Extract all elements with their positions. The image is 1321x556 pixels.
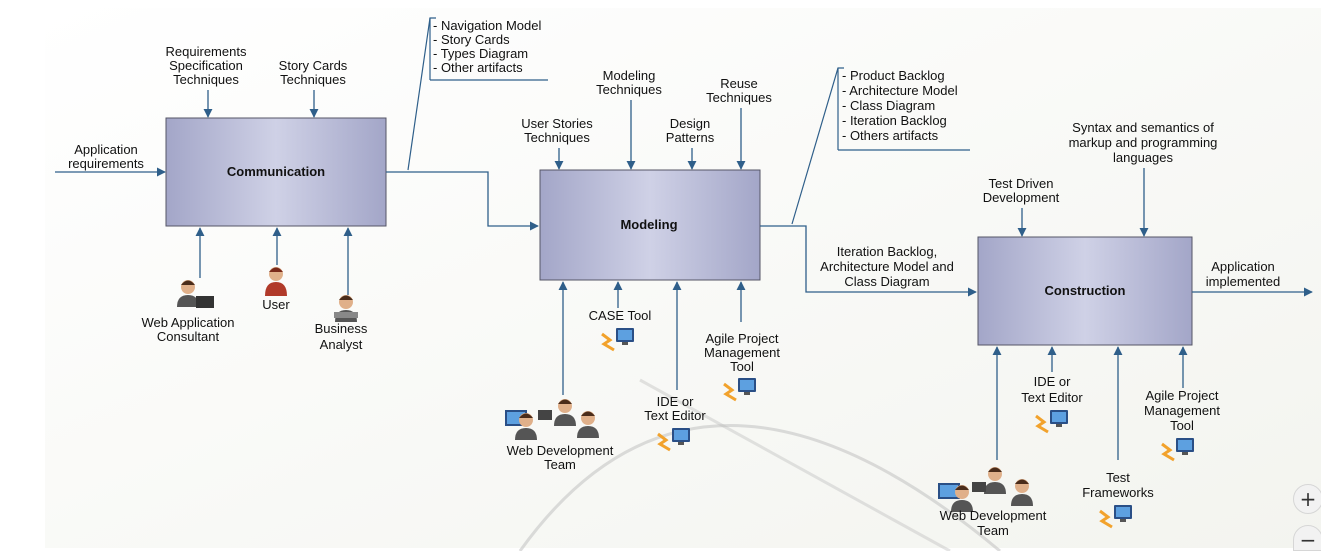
web-consultant-icon — [177, 280, 214, 308]
req-spec-line1: Requirements — [166, 44, 247, 59]
construction-box — [977, 236, 1193, 346]
iteration-backlog-line2: Architecture Model and — [820, 259, 954, 274]
watermark-line — [639, 378, 951, 553]
tdd-line2: Development — [983, 190, 1060, 205]
artifacts2-item-5: - Others artifacts — [842, 128, 939, 143]
syntax-line1: Syntax and semantics of — [1072, 120, 1214, 135]
artifacts1-item-2: - Story Cards — [433, 32, 510, 47]
reuse-line2: Techniques — [706, 90, 772, 105]
ide-editor2-line2: Text Editor — [1021, 390, 1083, 405]
syntax-line2: markup and programming — [1069, 135, 1218, 150]
req-spec-line2: Specification — [169, 58, 243, 73]
artifacts2-item-4: - Iteration Backlog — [842, 113, 947, 128]
business-analyst-line1: Business — [315, 321, 368, 336]
modeling-tech-line2: Techniques — [596, 82, 662, 97]
web-dev-team-icon — [505, 399, 599, 440]
web-consultant-line1: Web Application — [142, 315, 235, 330]
modeling-to-construction-arrow — [760, 225, 977, 297]
communication-label: Communication — [227, 164, 325, 179]
app-requirements-line2: requirements — [68, 156, 144, 171]
business-analyst-line2: Analyst — [320, 337, 363, 352]
artifacts2-item-1: - Product Backlog — [842, 68, 945, 83]
agile-pm-line2: Management — [704, 345, 780, 360]
web-dev-team-line1: Web Development — [507, 443, 614, 458]
agile-pm2-line3: Tool — [1170, 418, 1194, 433]
user-icon — [265, 267, 287, 296]
zoom-in-button[interactable]: + — [1293, 484, 1321, 514]
case-tool-label: CASE Tool — [589, 308, 652, 323]
iteration-backlog-line1: Iteration Backlog, — [837, 244, 937, 259]
design-patterns-line1: Design — [670, 116, 710, 131]
test-frameworks-line1: Test — [1106, 470, 1130, 485]
agile-pm2-line2: Management — [1144, 403, 1220, 418]
web-dev-team2-icon — [938, 467, 1033, 512]
artifacts1-item-1: - Navigation Model — [433, 18, 541, 33]
watermark-arc — [518, 424, 1001, 553]
web-dev-team2-line1: Web Development — [940, 508, 1047, 523]
modeling-label: Modeling — [620, 217, 677, 232]
web-consultant-line2: Consultant — [157, 329, 220, 344]
app-requirements-line1: Application — [74, 142, 138, 157]
artifacts1-item-4: - Other artifacts — [433, 60, 523, 75]
user-label: User — [262, 297, 290, 312]
communication-box — [165, 117, 387, 227]
web-dev-team2-line2: Team — [977, 523, 1009, 538]
story-cards-line1: Story Cards — [279, 58, 348, 73]
web-dev-team-line2: Team — [544, 457, 576, 472]
app-implemented-line2: implemented — [1206, 274, 1280, 289]
agile-pm2-line1: Agile Project — [1146, 388, 1219, 403]
app-implemented-line1: Application — [1211, 259, 1275, 274]
iteration-backlog-line3: Class Diagram — [844, 274, 929, 289]
ide-editor-line2: Text Editor — [644, 408, 706, 423]
syntax-line3: languages — [1113, 150, 1173, 165]
design-patterns-line2: Patterns — [666, 130, 715, 145]
tdd-line1: Test Driven — [988, 176, 1053, 191]
agile-pm-line3: Tool — [730, 359, 754, 374]
agile-pm-line1: Agile Project — [706, 331, 779, 346]
artifacts2-item-2: - Architecture Model — [842, 83, 958, 98]
user-stories-line1: User Stories — [521, 116, 593, 131]
ide-editor-line1: IDE or — [657, 394, 695, 409]
communication-to-modeling-arrow — [386, 171, 539, 231]
business-analyst-icon — [334, 295, 358, 322]
modeling-tech-line1: Modeling — [603, 68, 656, 83]
story-cards-line2: Techniques — [280, 72, 346, 87]
ide-editor2-line1: IDE or — [1034, 374, 1072, 389]
construction-label: Construction — [1045, 283, 1126, 298]
modeling-box — [539, 169, 761, 281]
req-spec-line3: Techniques — [173, 72, 239, 87]
test-frameworks-line2: Frameworks — [1082, 485, 1154, 500]
artifacts2-item-3: - Class Diagram — [842, 98, 935, 113]
zoom-out-button[interactable]: − — [1293, 525, 1321, 552]
user-stories-line2: Techniques — [524, 130, 590, 145]
reuse-line1: Reuse — [720, 76, 758, 91]
artifacts1-item-3: - Types Diagram — [433, 46, 528, 61]
